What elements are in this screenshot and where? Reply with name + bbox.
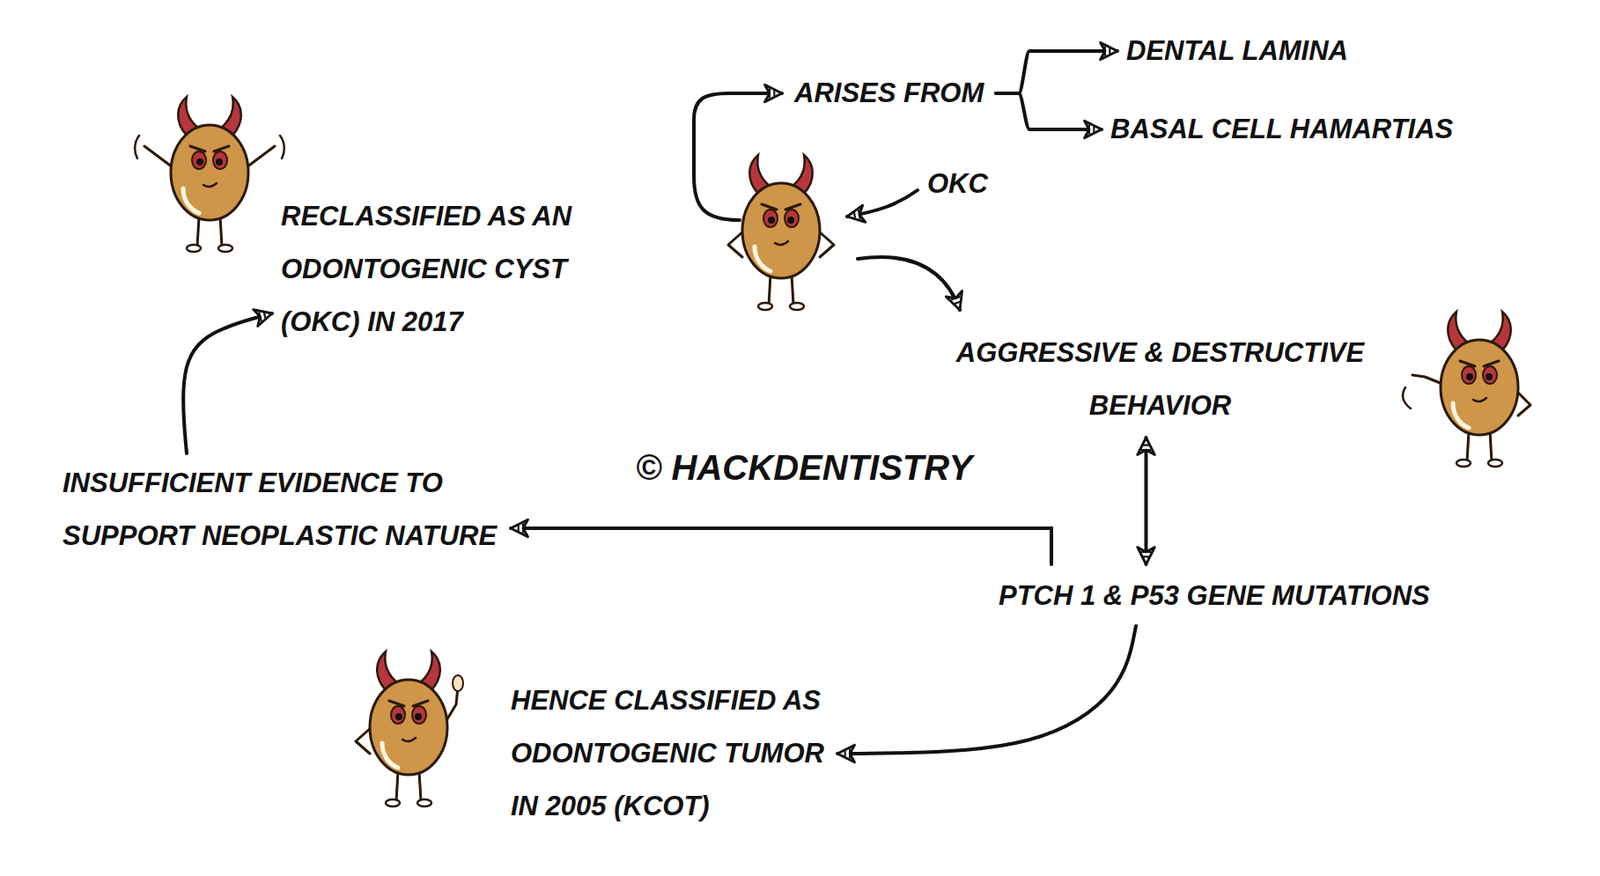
text-node: BASAL CELL HAMARTIAS (1106, 103, 1460, 156)
text-node: HENCE CLASSIFIED AS ODONTOGENIC TUMOR IN… (507, 674, 831, 834)
cyst-mascot (134, 96, 285, 252)
text-node: RECLASSIFIED AS AN ODONTOGENIC CYST (OKC… (277, 190, 579, 349)
leader-arrow (847, 190, 918, 217)
node-text: INSUFFICIENT EVIDENCE TO SUPPORT NEOPLAS… (62, 467, 497, 552)
leader-arrow (857, 257, 960, 310)
flow-arrow (995, 51, 1118, 94)
text-node: OKC (923, 157, 995, 211)
cyst-mascot (728, 154, 834, 310)
node-text: RECLASSIFIED AS AN ODONTOGENIC CYST (OKC… (280, 200, 572, 338)
node-text: AGGRESSIVE & DESTRUCTIVE BEHAVIOR (956, 337, 1365, 421)
node-text: OKC (927, 168, 989, 200)
text-node: AGGRESSIVE & DESTRUCTIVE BEHAVIOR (951, 326, 1370, 433)
text-node: PTCH 1 & P53 GENE MUTATIONS (995, 569, 1437, 623)
watermark-text: © HACKDENTISTRY (635, 448, 973, 487)
leader-arrow (693, 93, 782, 221)
flow-arrow (1144, 437, 1149, 565)
flow-arrow (837, 626, 1136, 754)
flow-arrow (510, 528, 1052, 565)
node-text: ARISES FROM (794, 77, 984, 109)
text-node: DENTAL LAMINA (1122, 24, 1355, 78)
cyst-mascot (1402, 311, 1531, 467)
text-node: INSUFFICIENT EVIDENCE TO SUPPORT NEOPLAS… (58, 457, 504, 563)
node-text: HENCE CLASSIFIED AS ODONTOGENIC TUMOR IN… (510, 685, 825, 822)
cyst-mascot (355, 651, 464, 807)
node-text: PTCH 1 & P53 GENE MUTATIONS (998, 580, 1431, 612)
watermark: © HACKDENTISTRY (632, 446, 976, 489)
node-text: BASAL CELL HAMARTIAS (1110, 113, 1453, 145)
flow-arrow (995, 93, 1102, 130)
text-node: ARISES FROM (790, 66, 991, 120)
flow-arrow (183, 313, 273, 454)
node-text: DENTAL LAMINA (1126, 35, 1349, 67)
